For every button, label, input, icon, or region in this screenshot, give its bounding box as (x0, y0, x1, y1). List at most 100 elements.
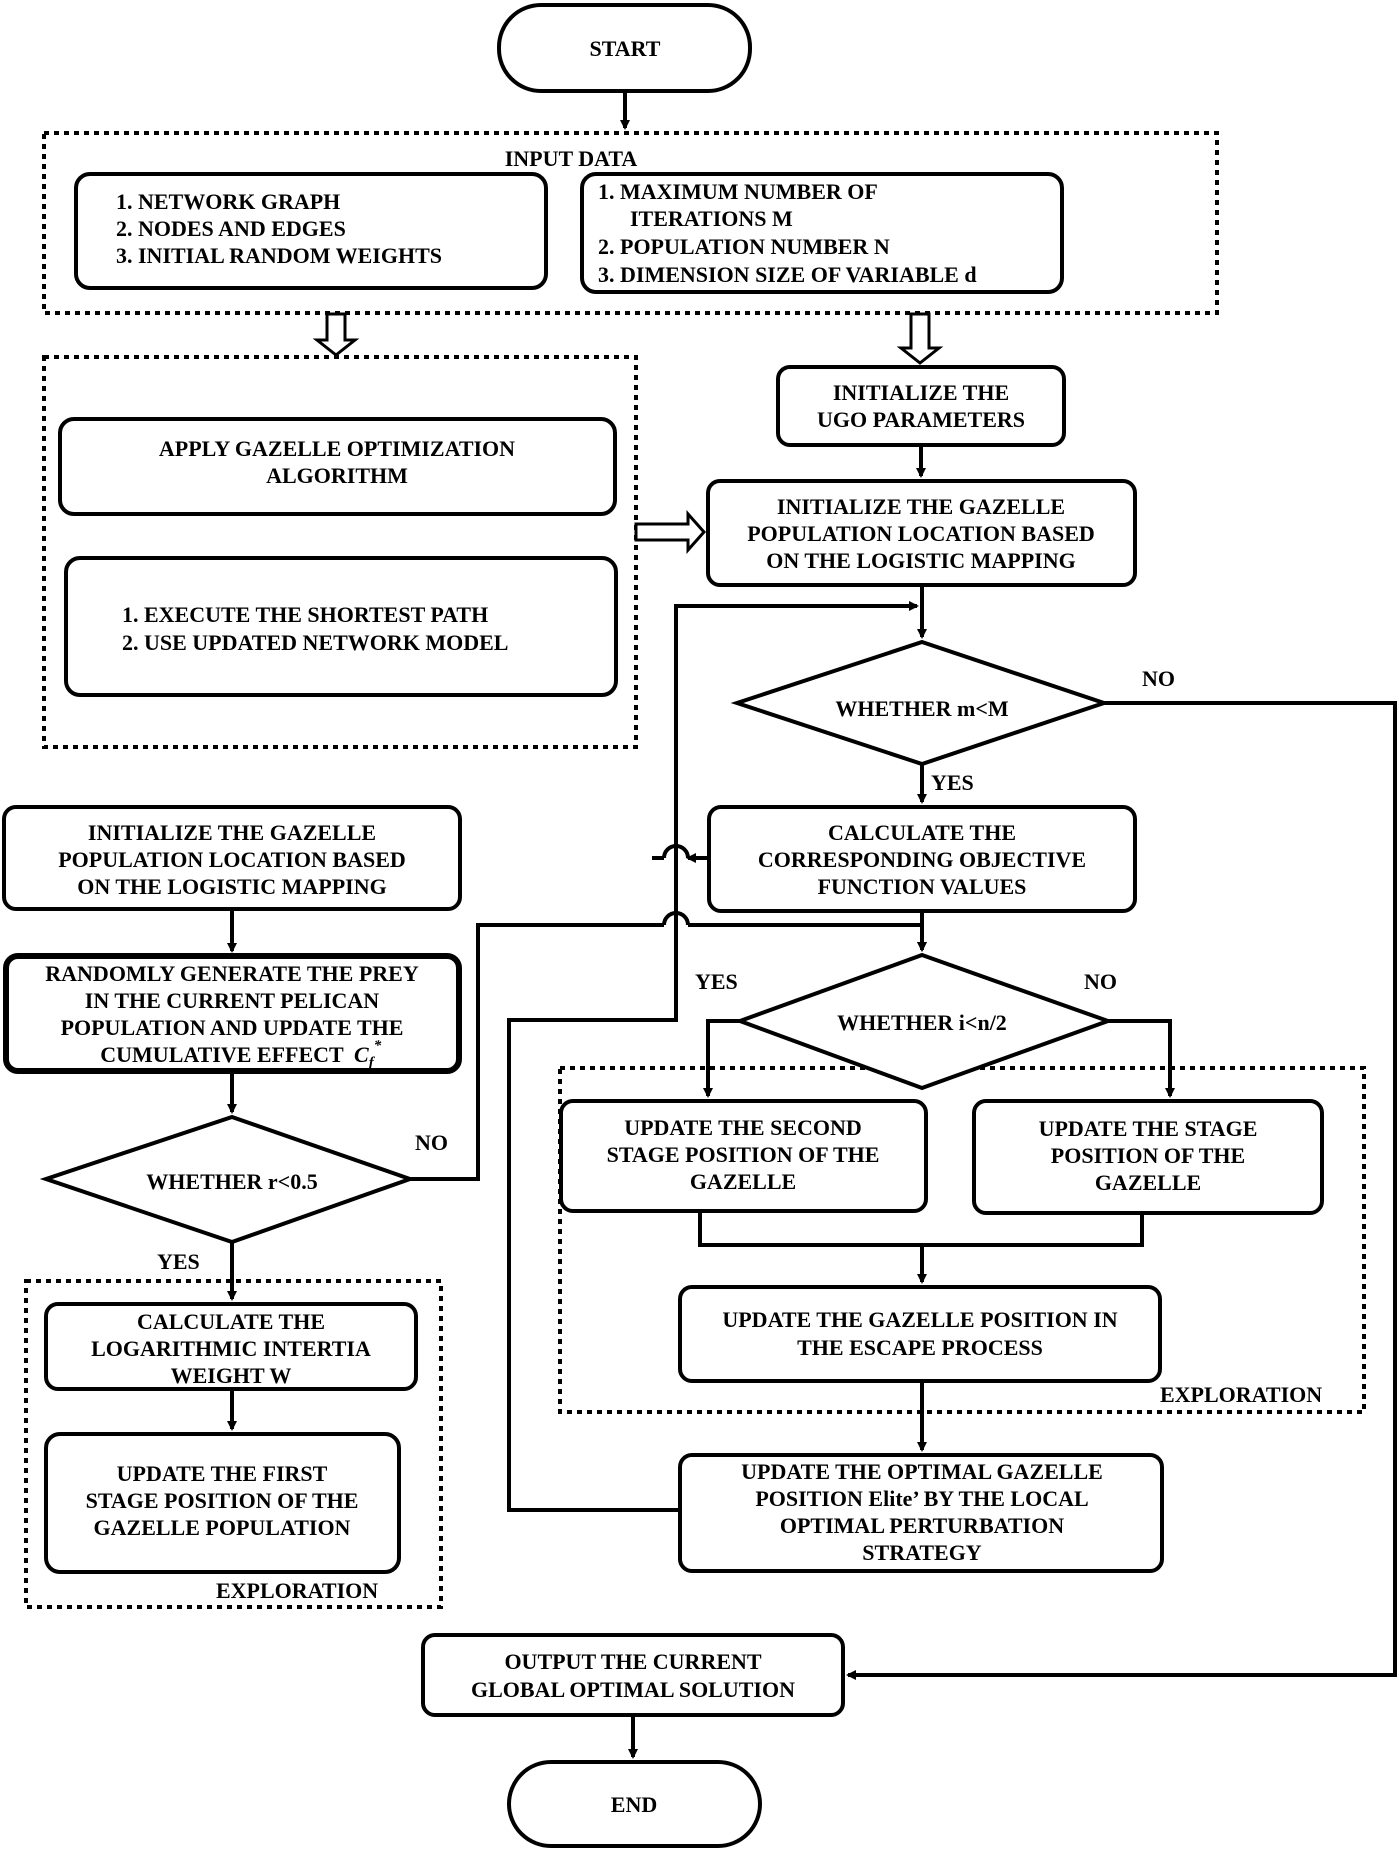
calc-objective-label: CALCULATE THE (828, 820, 1016, 845)
update-second-stage-label: UPDATE THE SECOND (624, 1115, 862, 1140)
update-optimal-label: STRATEGY (862, 1540, 982, 1565)
no-label-i: NO (1084, 969, 1117, 994)
decision-i-diamond (734, 952, 1114, 1091)
network-input-box (74, 172, 548, 290)
update-second-stage-label: STAGE POSITION OF THE (607, 1142, 880, 1167)
init-population-right-box (706, 479, 1137, 587)
exploration-label-left: EXPLORATION (216, 1578, 378, 1603)
calc-weight-box (44, 1302, 418, 1391)
calc-weight-label: CALCULATE THE (137, 1309, 325, 1334)
decision-m-diamond (730, 639, 1111, 767)
calc-objective-label: FUNCTION VALUES (818, 874, 1027, 899)
calc-weight-label: WEIGHT W (171, 1363, 292, 1388)
init-population-left-label: INITIALIZE THE GAZELLE (88, 820, 376, 845)
init-population-right-label: ON THE LOGISTIC MAPPING (766, 548, 1075, 573)
apply-goa-label: APPLY GAZELLE OPTIMIZATION (159, 436, 515, 461)
output-box (421, 1633, 845, 1717)
apply-goa-label: ALGORITHM (266, 463, 408, 488)
network-input-item: 2. NODES AND EDGES (116, 216, 346, 241)
merge-second-stage (698, 1212, 1144, 1247)
end-label: END (611, 1792, 657, 1817)
decision-r-label: WHETHER r<0.5 (146, 1169, 317, 1194)
init-ugo-label: UGO PARAMETERS (817, 407, 1025, 432)
arrow-i-yes-second (703, 1019, 740, 1098)
calc-objective-label: CORRESPONDING OBJECTIVE (758, 847, 1086, 872)
cf-symbol: Cf* (354, 1038, 382, 1071)
parameter-input-item: 2. POPULATION NUMBER N (598, 234, 890, 259)
update-first-stage-label: GAZELLE POPULATION (94, 1515, 351, 1540)
init-ugo-label: INITIALIZE THE (833, 380, 1009, 405)
update-second-stage-box (559, 1099, 928, 1213)
parameter-input-item: ITERATIONS M (630, 206, 793, 231)
parameter-input-item: 1. MAXIMUM NUMBER OF (598, 179, 878, 204)
init-population-left-label: ON THE LOGISTIC MAPPING (77, 874, 386, 899)
update-stage-label: UPDATE THE STAGE (1039, 1116, 1258, 1141)
random-prey-label: CUMULATIVE EFFECT (100, 1042, 344, 1067)
output-label: OUTPUT THE CURRENT (504, 1649, 761, 1674)
yes-label-i: YES (695, 969, 738, 994)
end-terminal (507, 1760, 762, 1848)
execute-path-item: 2. USE UPDATED NETWORK MODEL (122, 630, 508, 655)
input-data-region (42, 131, 1219, 315)
yes-label-r: YES (157, 1249, 200, 1274)
network-input-item: 3. INITIAL RANDOM WEIGHTS (116, 243, 442, 268)
hollow-arrows (312, 312, 944, 554)
execute-path-box (64, 556, 618, 697)
crossover-hop-upper (652, 844, 690, 860)
arrow-i-no-stage (1108, 1019, 1175, 1098)
parameter-input-box (580, 172, 1064, 294)
arrow-r-no-loop (410, 923, 664, 1181)
random-prey-label: IN THE CURRENT PELICAN (85, 988, 380, 1013)
input-data-title: INPUT DATA (505, 146, 638, 171)
update-first-stage-box (44, 1432, 401, 1574)
execute-path-item: 1. EXECUTE THE SHORTEST PATH (122, 602, 488, 627)
update-stage-label: GAZELLE (1095, 1170, 1201, 1195)
apply-goa-box (58, 417, 617, 516)
init-population-left-box (2, 805, 462, 911)
update-first-stage-label: UPDATE THE FIRST (117, 1461, 328, 1486)
no-label-m: NO (1142, 666, 1175, 691)
arrow-optimal-loop (507, 601, 919, 1512)
decision-m-label: WHETHER m<M (835, 696, 1008, 721)
update-optimal-label: POSITION Elite’ BY THE LOCAL (755, 1486, 1088, 1511)
init-ugo-box (776, 365, 1066, 447)
init-population-right-label: POPULATION LOCATION BASED (747, 521, 1095, 546)
parameter-input-item: 3. DIMENSION SIZE OF VARIABLE d (598, 262, 977, 287)
update-escape-label: THE ESCAPE PROCESS (797, 1335, 1043, 1360)
hollow-arrow-to-ugo (896, 312, 944, 365)
update-first-stage-label: STAGE POSITION OF THE (86, 1488, 359, 1513)
cf-subscript: f (369, 1055, 376, 1071)
calc-weight-label: LOGARITHMIC INTERTIA (91, 1336, 371, 1361)
start-label: START (590, 36, 661, 61)
update-escape-box (678, 1285, 1162, 1383)
update-optimal-box (678, 1453, 1164, 1573)
cf-letter: C (354, 1042, 369, 1067)
update-stage-label: POSITION OF THE (1051, 1143, 1245, 1168)
exploration-label-right: EXPLORATION (1160, 1382, 1322, 1407)
decision-i-label: WHETHER i<n/2 (837, 1010, 1007, 1035)
start-terminal (497, 3, 752, 93)
connectors (227, 92, 1397, 1759)
random-prey-box (3, 953, 462, 1074)
cf-superscript: * (374, 1038, 382, 1054)
random-prey-label: RANDOMLY GENERATE THE PREY (45, 961, 419, 986)
network-input-item: 1. NETWORK GRAPH (116, 189, 340, 214)
arrow-r-no-to-decision-i (688, 923, 927, 952)
init-population-right-label: INITIALIZE THE GAZELLE (777, 494, 1065, 519)
no-label-r: NO (415, 1130, 448, 1155)
hollow-arrow-to-algorithm (312, 312, 360, 357)
update-optimal-label: OPTIMAL PERTURBATION (780, 1513, 1064, 1538)
update-optimal-label: UPDATE THE OPTIMAL GAZELLE (741, 1459, 1103, 1484)
update-escape-label: UPDATE THE GAZELLE POSITION IN (722, 1307, 1117, 1332)
hollow-arrow-to-init (634, 510, 707, 554)
init-population-left-label: POPULATION LOCATION BASED (58, 847, 406, 872)
update-second-stage-label: GAZELLE (690, 1169, 796, 1194)
decision-r-diamond (39, 1114, 417, 1245)
random-prey-label: POPULATION AND UPDATE THE (61, 1015, 404, 1040)
yes-label-m: YES (931, 770, 974, 795)
output-label: GLOBAL OPTIMAL SOLUTION (471, 1677, 795, 1702)
update-stage-box (972, 1099, 1324, 1215)
arrow-no-to-output (846, 701, 1397, 1680)
